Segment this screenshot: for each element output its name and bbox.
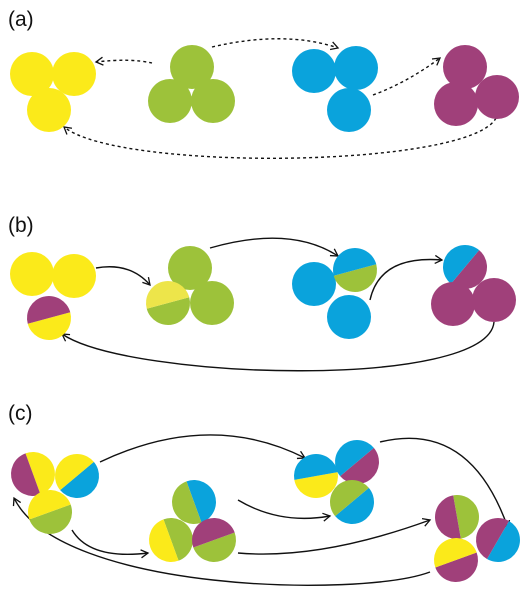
arrow-blue-to-purple (369, 254, 444, 301)
split-particle (330, 480, 375, 525)
particle (475, 75, 519, 119)
arrow-green-to-yellow (94, 56, 153, 66)
split-particle (192, 518, 236, 562)
particle (10, 252, 54, 296)
split-particle (476, 518, 520, 562)
particle (327, 88, 371, 132)
particle (292, 49, 336, 93)
split-particle (26, 296, 71, 340)
particle (191, 79, 235, 123)
arrow-2 (379, 437, 511, 530)
arrow-yellow-to-green (95, 266, 151, 286)
particle (170, 45, 214, 89)
arrow-4 (237, 517, 432, 555)
panel-label-a: (a) (8, 8, 34, 31)
arrow-1 (99, 434, 307, 463)
arrow-green-to-blue (211, 38, 340, 51)
particle (334, 46, 378, 90)
arrow-blue-to-purple (372, 57, 442, 96)
panel-label-b: (b) (8, 214, 34, 237)
particle (168, 246, 212, 290)
particle (27, 88, 71, 132)
panel-a-arrows (62, 38, 497, 159)
arrow-green-to-blue (209, 237, 340, 257)
particle (327, 295, 371, 339)
split-particle (28, 490, 72, 534)
particle (443, 45, 487, 89)
arrow-3 (237, 499, 332, 522)
particle (148, 79, 192, 123)
panel-b-arrows (60, 237, 495, 372)
split-particle (434, 538, 478, 582)
split-particle (172, 480, 216, 524)
particle (10, 52, 54, 96)
split-particle (146, 281, 190, 325)
split-particle (333, 248, 377, 292)
split-particle (335, 440, 379, 484)
particle (472, 278, 516, 322)
split-particle (149, 518, 193, 562)
split-particle (443, 245, 488, 289)
split-particle (11, 452, 55, 496)
arrow-purple-to-yellow (62, 117, 497, 159)
particle (431, 282, 475, 326)
arrow-purple-to-yellow (60, 321, 495, 372)
particle (190, 281, 234, 325)
particle (434, 82, 478, 126)
particle (52, 52, 96, 96)
particle-clusters (10, 45, 520, 582)
panel-label-c: (c) (8, 402, 33, 425)
split-particle (294, 453, 338, 498)
arrow-5 (71, 529, 150, 559)
split-particle (435, 495, 479, 539)
particle (292, 262, 336, 306)
split-particle (55, 454, 99, 498)
particle (52, 254, 96, 298)
